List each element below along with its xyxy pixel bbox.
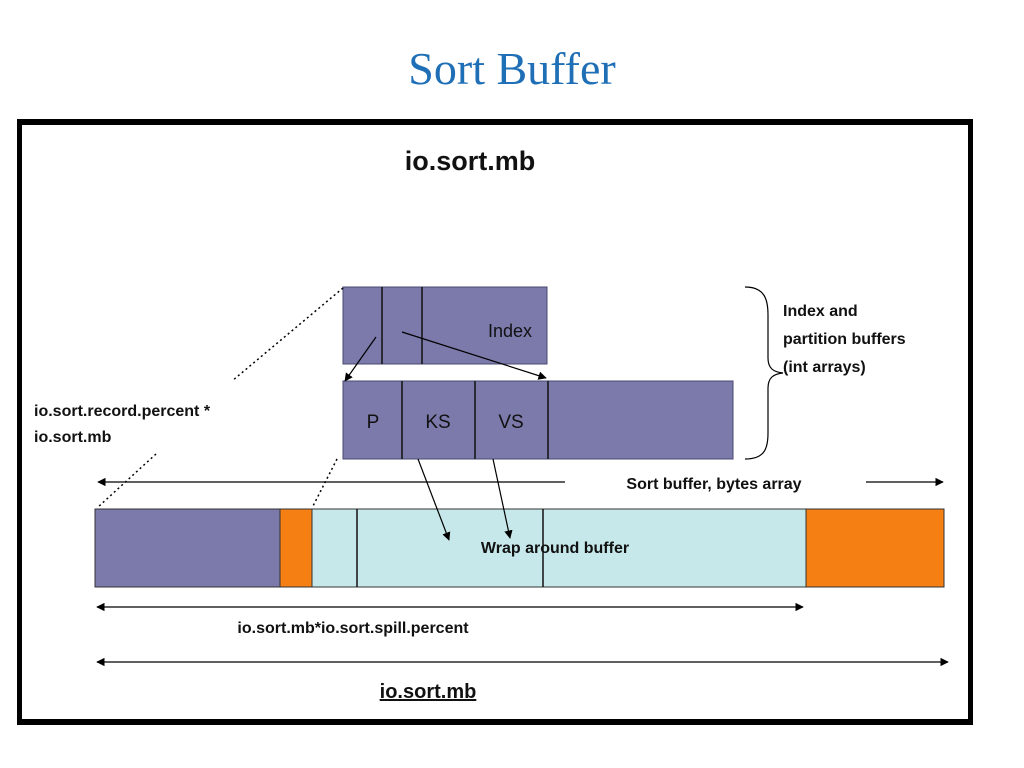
index-note: Index and partition buffers (int arrays) [783,303,910,376]
bytes-array-label: Sort buffer, bytes array [626,476,801,493]
total-label: io.sort.mb [380,681,477,703]
orange-region-right [805,508,945,588]
wrap-label: Wrap around buffer [481,540,629,557]
slide-title: Sort Buffer [408,43,616,94]
spill-label: io.sort.mb*io.sort.spill.percent [237,620,469,637]
projection-line-lower-left [96,453,157,509]
orange-region-left [279,508,313,588]
ks-to-buffer-arrow [417,458,451,541]
wrap-around-region [311,508,807,588]
index-brace [744,286,784,460]
metadata-region [94,508,281,588]
index-label: Index [488,321,532,341]
segment-ks-label: KS [425,412,450,433]
record-percent-label: io.sort.record.percent * io.sort.mb [34,403,215,446]
projection-line-lower-right [311,458,338,509]
index-to-p-arrow [344,336,377,382]
segment-p-label: P [367,412,380,433]
record-buffer: P KS VS [342,380,734,460]
vs-to-buffer-arrow [492,458,513,539]
index-to-vs-arrow [401,331,547,380]
sort-buffer-diagram: io.sort.mb Index P KS VS Index and parti… [22,125,968,719]
segment-vs-label: VS [498,412,523,433]
index-buffer: Index [342,286,548,365]
main-sort-buffer [94,508,945,588]
diagram-heading: io.sort.mb [405,146,536,176]
projection-line-upper [231,287,344,382]
